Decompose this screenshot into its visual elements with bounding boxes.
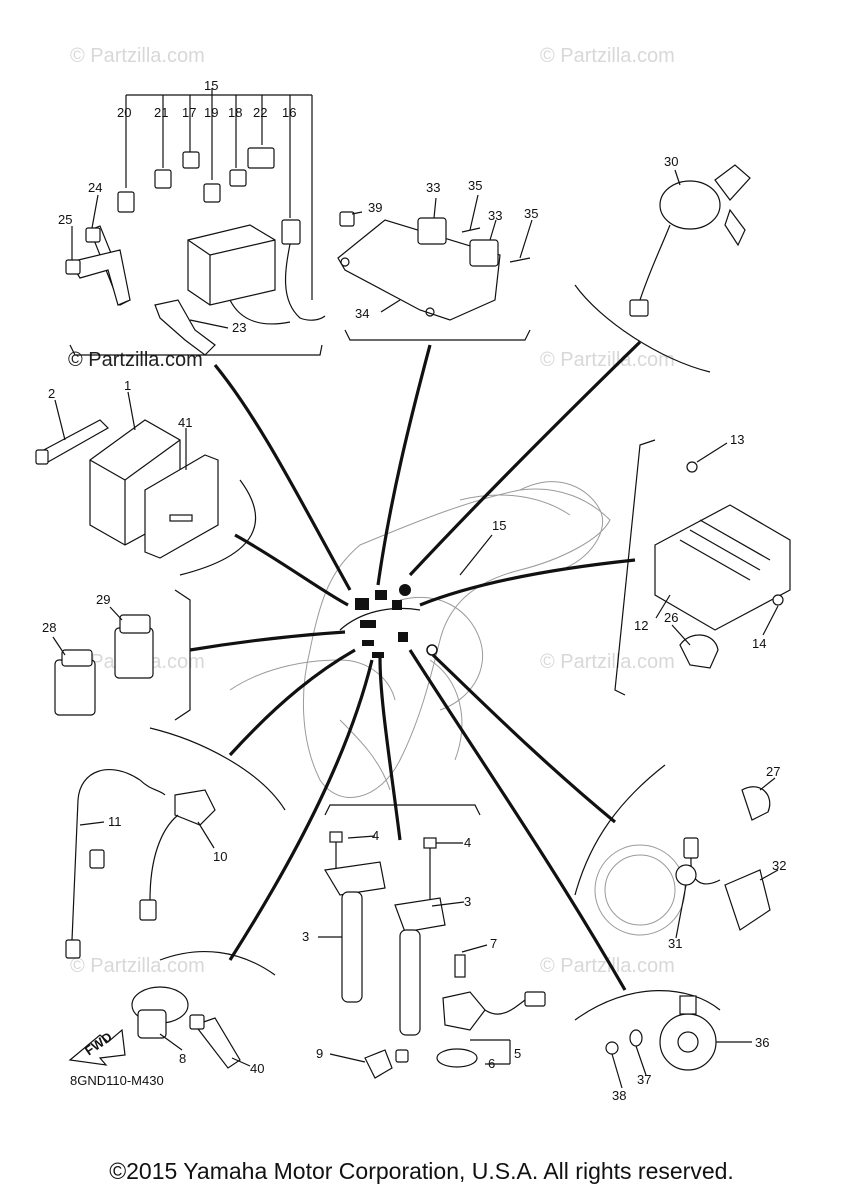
callout-numbers: 15 20 21 17 19 18 22 16 24 25 23 33 35 3… xyxy=(42,78,786,1103)
callout-2: 2 xyxy=(48,386,55,401)
callout-15: 15 xyxy=(204,78,218,93)
callout-15: 15 xyxy=(492,518,506,533)
watermark: © Partzilla.com xyxy=(540,955,675,977)
leader-lines xyxy=(189,340,642,991)
diagram-code: 8GND110-M430 xyxy=(70,1073,164,1088)
callout-8: 8 xyxy=(179,1051,186,1066)
callout-3: 3 xyxy=(464,894,471,909)
callout-11: 11 xyxy=(108,814,122,829)
callout-17: 17 xyxy=(182,105,196,120)
watermark: © Partzilla.com xyxy=(68,349,203,371)
callout-41: 41 xyxy=(178,415,192,430)
callout-16: 16 xyxy=(282,105,296,120)
sensor-group-bottom-left xyxy=(131,986,241,1069)
callout-29: 29 xyxy=(96,592,110,607)
group-brackets xyxy=(69,284,721,1021)
callout-20: 20 xyxy=(117,105,131,120)
watermark: © Partzilla.com xyxy=(540,349,675,371)
callout-33: 33 xyxy=(426,180,440,195)
callout-12: 12 xyxy=(634,618,648,633)
callout-10: 10 xyxy=(213,849,227,864)
watermarks: © Partzilla.com © Partzilla.com © Partzi… xyxy=(68,45,675,977)
callout-33: 33 xyxy=(488,208,502,223)
callout-4: 4 xyxy=(464,835,471,850)
watermark: © Partzilla.com xyxy=(70,955,205,977)
relay-bracket-group xyxy=(337,211,531,321)
wheel-sensor-group xyxy=(594,786,771,936)
relay-group xyxy=(54,614,154,716)
fwd-arrow-icon: FWD xyxy=(68,1028,126,1066)
callout-40: 40 xyxy=(250,1061,264,1076)
callout-1: 1 xyxy=(124,378,131,393)
callout-25: 25 xyxy=(58,212,72,227)
callout-22: 22 xyxy=(253,105,267,120)
callout-38: 38 xyxy=(612,1088,626,1103)
callout-18: 18 xyxy=(228,105,242,120)
watermark: © Partzilla.com xyxy=(540,651,675,673)
callout-35: 35 xyxy=(468,178,482,193)
callout-4: 4 xyxy=(372,828,379,843)
watermark: © Partzilla.com xyxy=(70,45,205,67)
rectifier-group xyxy=(654,461,791,669)
callout-19: 19 xyxy=(204,105,218,120)
callout-24: 24 xyxy=(88,180,102,195)
callout-leaders xyxy=(52,169,779,1089)
copyright-notice: ©2015 Yamaha Motor Corporation, U.S.A. A… xyxy=(109,1158,734,1184)
callout-31: 31 xyxy=(668,936,682,951)
callout-27: 27 xyxy=(766,764,780,779)
callout-35: 35 xyxy=(524,206,538,221)
callout-39: 39 xyxy=(368,200,382,215)
main-switch-group xyxy=(629,164,751,317)
callout-5: 5 xyxy=(514,1046,521,1061)
callout-23: 23 xyxy=(232,320,246,335)
callout-30: 30 xyxy=(664,154,678,169)
callout-37: 37 xyxy=(637,1072,651,1087)
callout-9: 9 xyxy=(316,1046,323,1061)
callout-32: 32 xyxy=(772,858,786,873)
watermark: © Partzilla.com xyxy=(540,45,675,67)
callout-34: 34 xyxy=(355,306,369,321)
motorcycle-frame xyxy=(229,481,611,798)
callout-26: 26 xyxy=(664,610,678,625)
fuse-box-group xyxy=(65,88,326,356)
callout-28: 28 xyxy=(42,620,56,635)
callout-36: 36 xyxy=(755,1035,769,1050)
ecu-group xyxy=(35,419,219,559)
ignition-coil-group xyxy=(324,831,546,1079)
callout-7: 7 xyxy=(490,936,497,951)
callout-6: 6 xyxy=(488,1056,495,1071)
callout-3: 3 xyxy=(302,929,309,944)
sensor-group-left xyxy=(65,769,216,959)
callout-14: 14 xyxy=(752,636,766,651)
callout-13: 13 xyxy=(730,432,744,447)
callout-21: 21 xyxy=(154,105,168,120)
horn-group xyxy=(605,995,717,1071)
